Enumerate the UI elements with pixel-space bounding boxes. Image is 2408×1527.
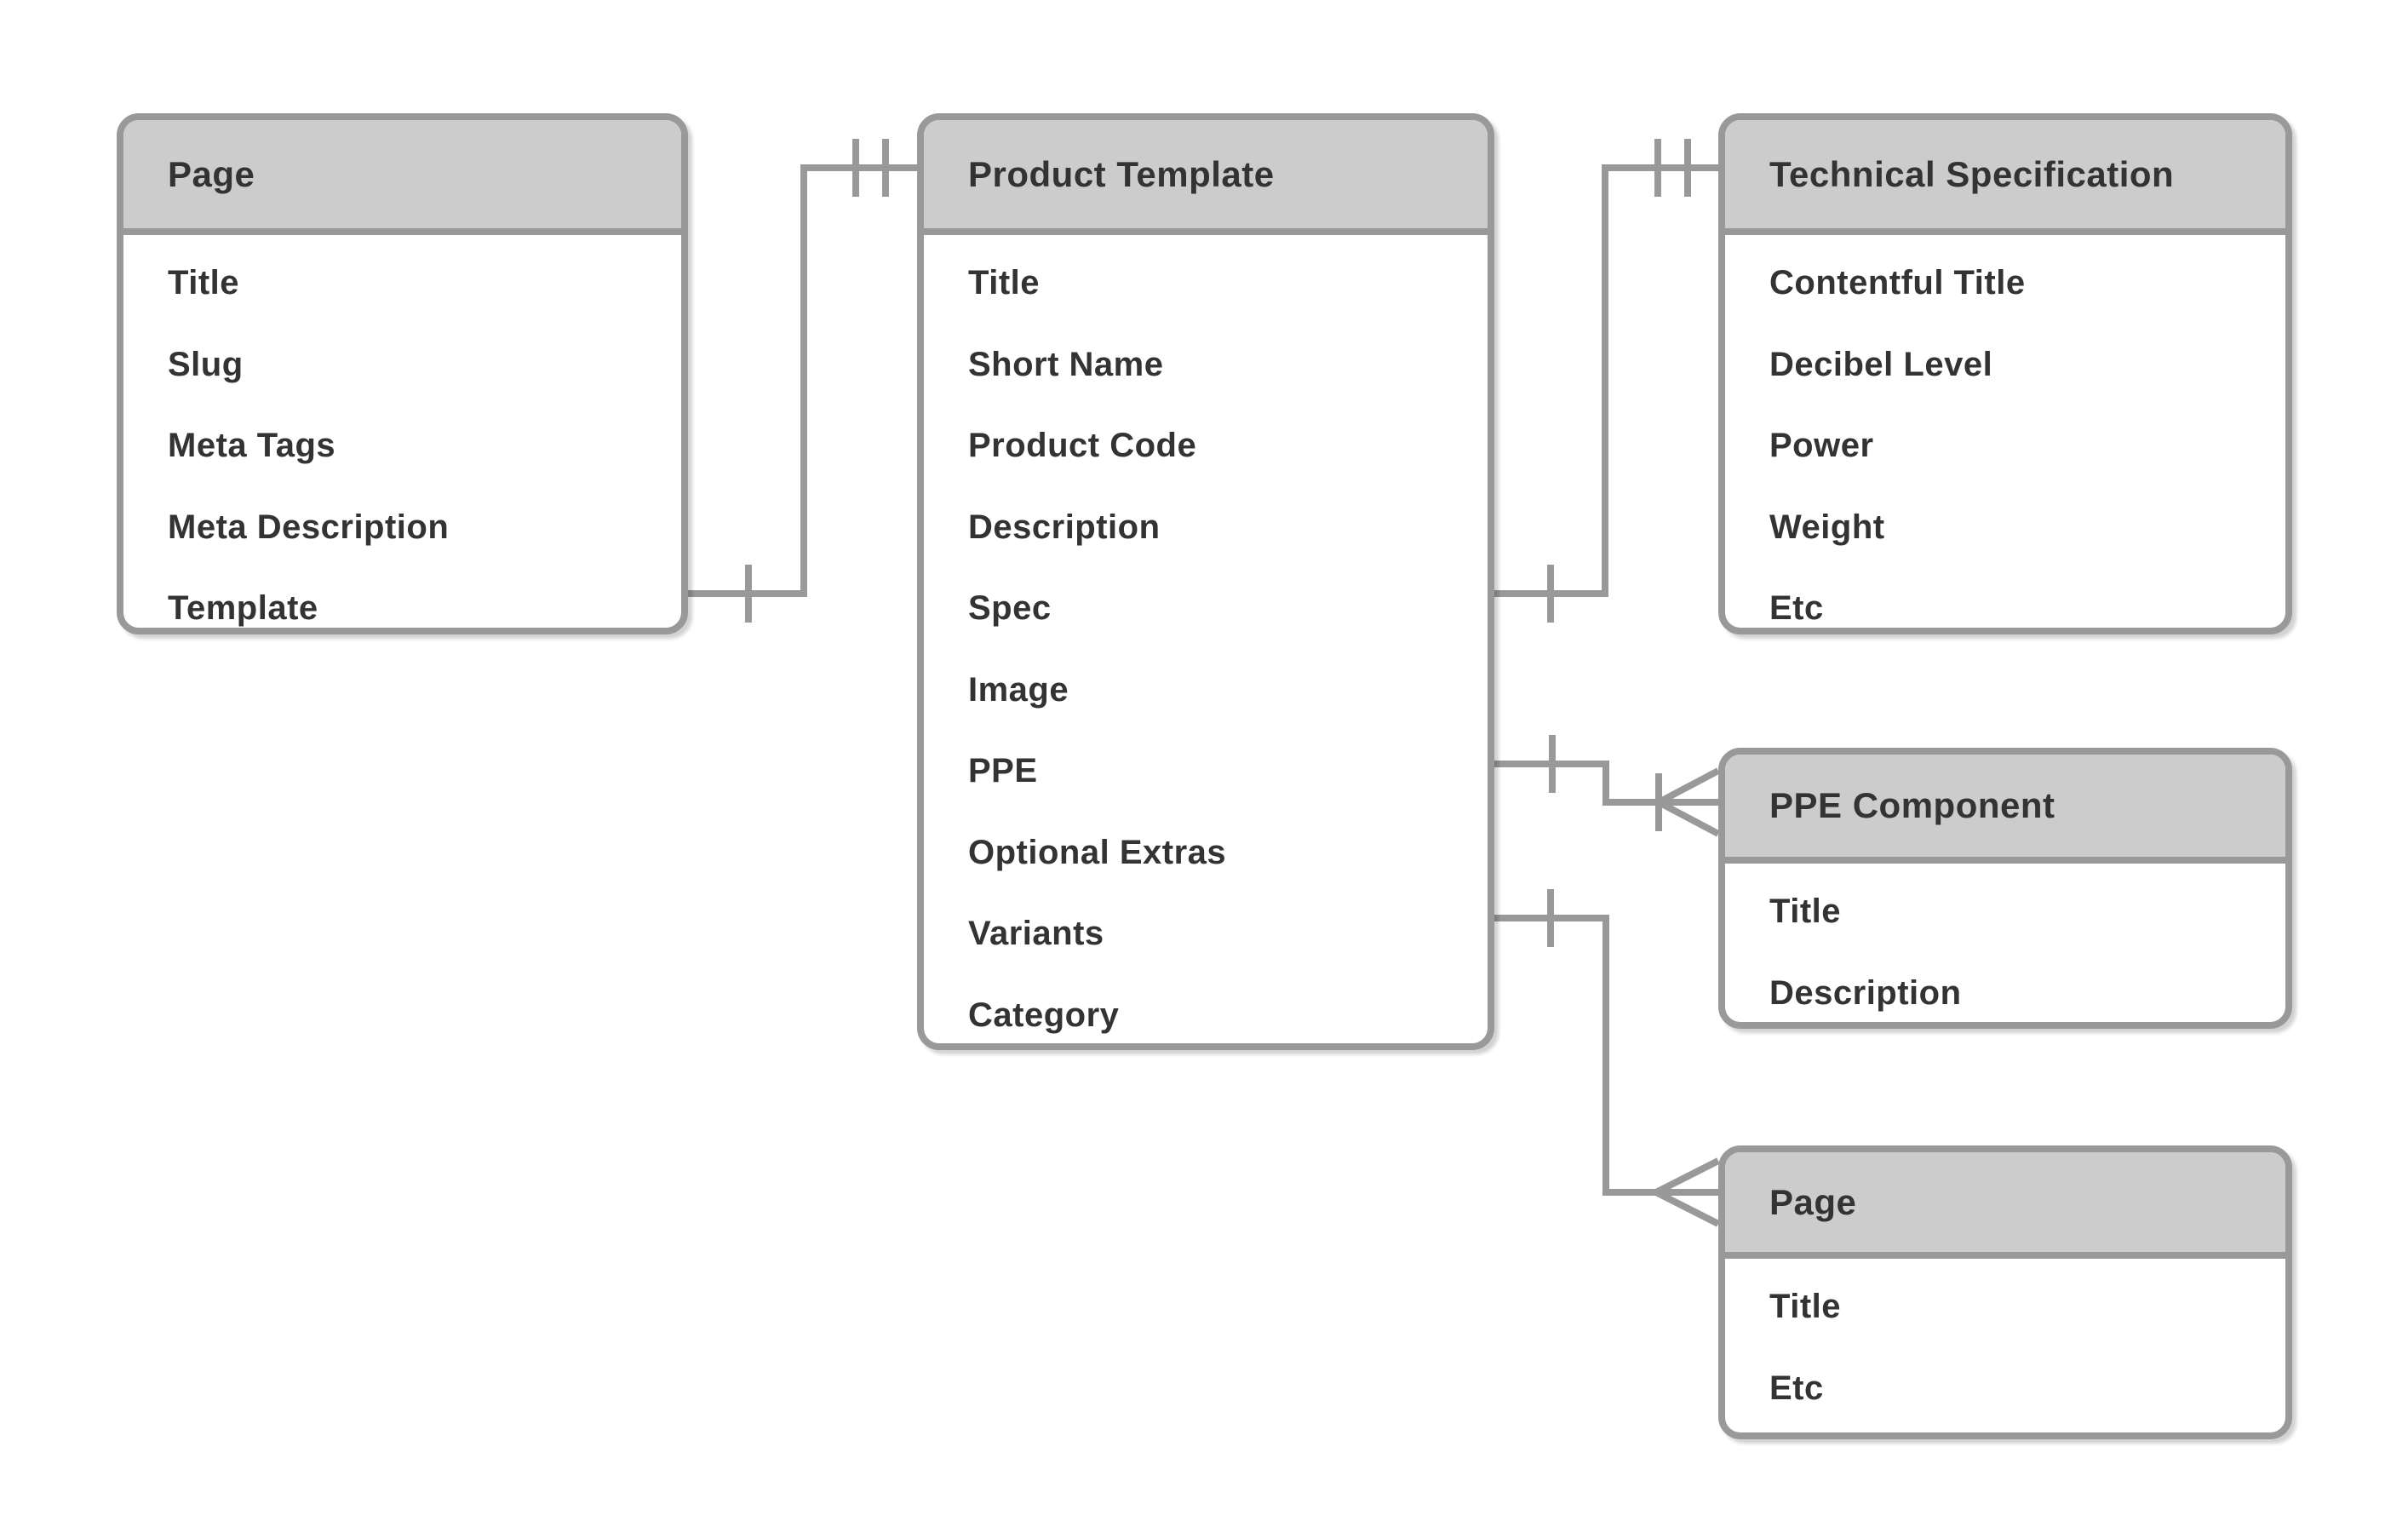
entity-technical-specification[interactable]: Technical Specification Contentful Title…	[1718, 113, 2292, 634]
field-label: Description	[968, 508, 1161, 546]
entity-header: Technical Specification	[1725, 120, 2285, 235]
field-label: Category	[968, 996, 1120, 1034]
entity-title: Product Template	[968, 153, 1275, 194]
field-row: Category	[924, 975, 1488, 1044]
field-row: Title	[123, 243, 681, 324]
field-row: Description	[924, 487, 1488, 569]
field-label: Optional Extras	[968, 833, 1227, 871]
crows-foot-prong	[1657, 799, 1720, 837]
field-row: Template	[123, 568, 681, 628]
entity-title: Page	[168, 153, 255, 194]
connector-product-template-to-technical-specification[interactable]	[1494, 139, 1718, 623]
field-label: Variants	[968, 915, 1104, 953]
crows-foot-prong	[1654, 1157, 1720, 1196]
field-label: Product Code	[968, 427, 1197, 465]
field-label: Image	[968, 670, 1069, 709]
field-row: Image	[924, 650, 1488, 732]
field-row: Spec	[924, 568, 1488, 650]
field-label: Title	[168, 264, 240, 302]
field-label: Etc	[1769, 1369, 1824, 1407]
field-label: Meta Tags	[168, 427, 336, 465]
crows-foot-prong	[1654, 1189, 1720, 1227]
field-label: Decibel Level	[1769, 345, 1993, 383]
entity-title: Technical Specification	[1769, 153, 2175, 194]
field-row: Product Code	[924, 405, 1488, 487]
field-label: PPE	[968, 752, 1038, 790]
field-row: Description	[1725, 953, 2285, 1023]
connector-page-to-product-template[interactable]	[688, 139, 917, 623]
field-label: Power	[1769, 427, 1874, 465]
entity-title: Page	[1769, 1181, 1857, 1222]
field-label: Description	[1769, 973, 1962, 1012]
entity-header: PPE Component	[1725, 755, 2285, 864]
field-label: Meta Description	[168, 508, 450, 546]
field-label: Contentful Title	[1769, 264, 2026, 302]
field-row: Etc	[1725, 1348, 2285, 1430]
field-row: Variants	[924, 893, 1488, 975]
field-row: Etc	[1725, 568, 2285, 628]
field-row: Title	[1725, 1266, 2285, 1348]
entity-header: Product Template	[924, 120, 1488, 235]
field-label: Template	[168, 589, 318, 628]
field-label: Title	[1769, 1288, 1842, 1326]
field-label: Etc	[1769, 589, 1824, 628]
connector-product-template-to-page-bottom[interactable]	[1494, 889, 1720, 1227]
field-label: Weight	[1769, 508, 1885, 546]
field-label: Short Name	[968, 345, 1164, 383]
field-label: Title	[1769, 893, 1842, 931]
field-row: Optional Extras	[924, 812, 1488, 894]
entity-header: Page	[123, 120, 681, 235]
field-row: Power	[1725, 405, 2285, 487]
field-row: Title	[924, 243, 1488, 324]
field-row: Slug	[123, 324, 681, 406]
field-label: Slug	[168, 345, 244, 383]
field-row: Contentful Title	[1725, 243, 2285, 324]
field-row: Meta Description	[123, 487, 681, 569]
field-row: Weight	[1725, 487, 2285, 569]
field-label: Spec	[968, 589, 1052, 628]
crows-foot-prong	[1657, 767, 1720, 806]
field-row: Short Name	[924, 324, 1488, 406]
entity-title: PPE Component	[1769, 785, 2055, 825]
entity-header: Page	[1725, 1152, 2285, 1259]
field-row: PPE	[924, 731, 1488, 812]
field-label: Title	[968, 264, 1041, 302]
connector-product-template-to-ppe-component[interactable]	[1494, 735, 1720, 837]
field-row: Decibel Level	[1725, 324, 2285, 406]
field-row: Title	[1725, 871, 2285, 953]
field-row: Meta Tags	[123, 405, 681, 487]
